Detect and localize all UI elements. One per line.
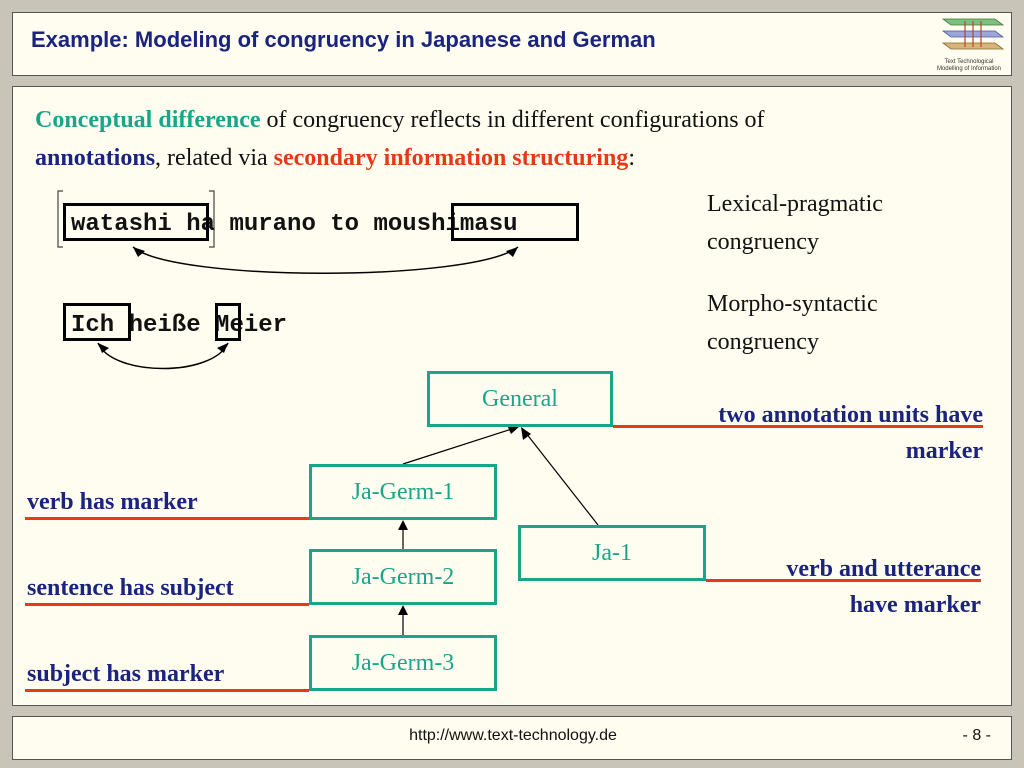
intro-paragraph: Conceptual difference of congruency refl… xyxy=(35,101,995,177)
node-ja-germ-3: Ja-Germ-3 xyxy=(309,635,497,691)
label-ja-1: verb and utterance have marker xyxy=(706,551,981,623)
underline-verb-has-marker xyxy=(25,517,309,520)
label-verb-has-marker: verb has marker xyxy=(27,489,198,515)
german-word-ich: Ich xyxy=(71,312,115,339)
japanese-suffix: masu xyxy=(459,211,518,238)
label-general-line2: marker xyxy=(905,438,983,464)
page-number: - 8 - xyxy=(962,727,991,744)
label-ja-1-line1: verb and utterance xyxy=(786,556,981,582)
logo-caption-line1: Text Technological xyxy=(944,59,994,65)
logo-layers-icon xyxy=(941,18,1005,50)
japanese-middle: ha murano to xyxy=(171,211,374,238)
german-box-ich xyxy=(63,303,131,341)
label-ja-1-line2: have marker xyxy=(849,592,981,618)
node-ja-germ-2: Ja-Germ-2 xyxy=(309,549,497,605)
label-sentence-has-subject: sentence has subject xyxy=(27,575,234,601)
underline-ja-1 xyxy=(706,579,981,582)
intro-text-1: of congruency reflects in different conf… xyxy=(260,107,765,133)
slide-title: Example: Modeling of congruency in Japan… xyxy=(31,27,656,52)
morpho-syntactic-line2: congruency xyxy=(707,329,819,355)
german-sentence: Ich heiße Meier xyxy=(71,312,287,339)
example-brackets-arcs xyxy=(57,190,599,635)
lexical-pragmatic-line2: congruency xyxy=(707,229,819,255)
text-technology-logo: Text Technological Modelling of Informat… xyxy=(929,15,1009,75)
japanese-box-moushi xyxy=(451,203,579,241)
underline-subject-has-marker xyxy=(25,689,309,692)
footer-url: http://www.text-technology.de xyxy=(409,727,617,744)
label-general: two annotation units have marker xyxy=(613,397,983,469)
slide-content: Conceptual difference of congruency refl… xyxy=(12,86,1012,706)
lexical-pragmatic-line1: Lexical-pragmatic xyxy=(707,191,883,217)
german-marker: e xyxy=(186,312,201,339)
morpho-syntactic-label: Morpho-syntactic congruency xyxy=(707,285,878,361)
intro-colon: : xyxy=(628,145,635,171)
intro-secondary-structuring: secondary information structuring xyxy=(273,145,629,171)
slide-header: Example: Modeling of congruency in Japan… xyxy=(12,12,1012,76)
label-subject-has-marker: subject has marker xyxy=(27,661,225,687)
german-suffix: Meier xyxy=(200,312,288,339)
japanese-word-moushi: moushi xyxy=(373,211,460,238)
intro-conceptual-difference: Conceptual difference xyxy=(35,107,261,133)
node-general: General xyxy=(427,371,613,427)
intro-text-2: , related via xyxy=(155,145,274,171)
underline-sentence-has-subject xyxy=(25,603,309,606)
morpho-syntactic-line1: Morpho-syntactic xyxy=(707,291,878,317)
lexical-pragmatic-label: Lexical-pragmatic congruency xyxy=(707,185,883,261)
german-middle: heiß xyxy=(114,312,187,339)
logo-caption-line2: Modelling of Information xyxy=(936,66,1002,72)
japanese-box-watashi xyxy=(63,203,209,241)
node-ja-1: Ja-1 xyxy=(518,525,706,581)
intro-annotations: annotations xyxy=(35,145,156,171)
german-box-marker xyxy=(215,303,241,341)
japanese-sentence: watashi ha murano to moushimasu xyxy=(71,211,518,238)
node-ja-germ-1: Ja-Germ-1 xyxy=(309,464,497,520)
japanese-word-watashi: watashi xyxy=(71,211,172,238)
underline-general xyxy=(613,425,983,428)
slide-footer: http://www.text-technology.de - 8 - xyxy=(12,716,1012,760)
label-general-line1: two annotation units have xyxy=(718,402,983,428)
